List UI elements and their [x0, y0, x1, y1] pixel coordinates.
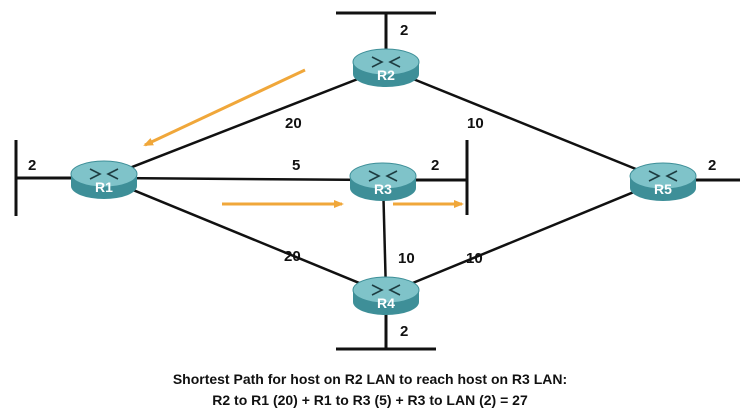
lan-cost-r4: 2	[400, 323, 408, 340]
router-label: R4	[377, 295, 395, 311]
link-r2-r5	[385, 66, 664, 182]
cost-label-r1-r2: 20	[285, 115, 302, 132]
router-r1: R1	[70, 160, 138, 199]
router-label: R1	[95, 179, 113, 195]
link-r1-r2	[103, 66, 387, 180]
path-arrows	[143, 68, 464, 208]
cost-label-r1-r4: 20	[284, 248, 301, 265]
cost-label-r2-r5: 10	[467, 115, 484, 132]
router-r4: R4	[352, 276, 420, 315]
arrow-r2-to-r1	[143, 68, 306, 147]
lan-cost-r3: 2	[431, 157, 439, 174]
links	[103, 66, 664, 296]
link-r4-r5	[385, 178, 664, 296]
cost-labels: 20 10 5 20 10 10 2 2 2 2 2	[28, 22, 716, 340]
router-r2: R2	[352, 48, 420, 87]
cost-label-r4-r5: 10	[466, 250, 483, 267]
router-label: R2	[377, 67, 395, 83]
router-label: R5	[654, 181, 672, 197]
lan-cost-r2: 2	[400, 22, 408, 39]
router-label: R3	[374, 181, 392, 197]
cost-label-r1-r3: 5	[292, 157, 300, 174]
cost-label-r3-r4: 10	[398, 250, 415, 267]
link-r1-r3	[103, 176, 384, 182]
lan-cost-r5: 2	[708, 157, 716, 174]
router-r5: R5	[629, 162, 697, 201]
lan-cost-r1: 2	[28, 157, 36, 174]
link-r1-r4	[103, 176, 387, 296]
router-r3: R3	[349, 162, 417, 201]
caption-line-1: Shortest Path for host on R2 LAN to reac…	[172, 371, 568, 387]
caption-line-2: R2 to R1 (20) + R1 to R3 (5) + R3 to LAN…	[212, 392, 528, 408]
lan-segments	[14, 11, 740, 351]
